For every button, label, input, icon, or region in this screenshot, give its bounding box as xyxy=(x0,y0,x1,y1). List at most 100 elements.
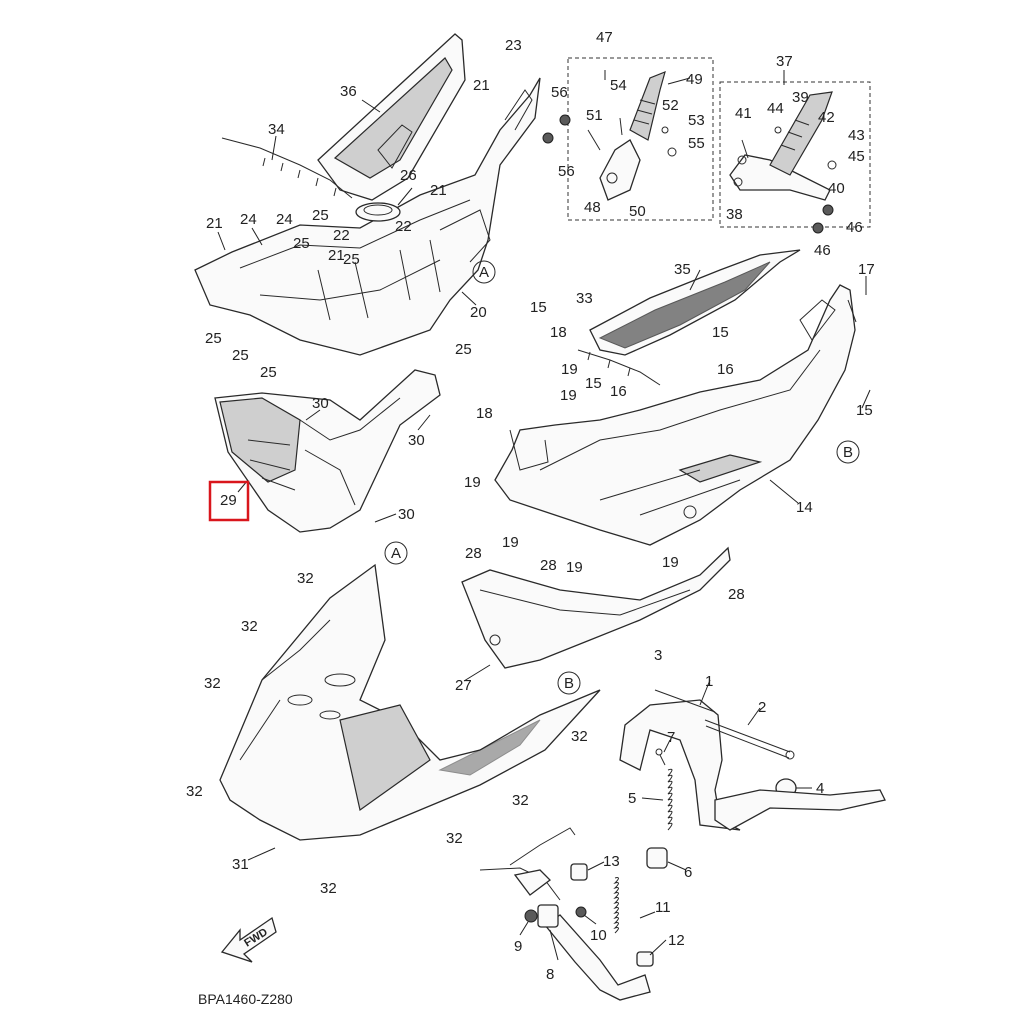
part-35-mat[interactable] xyxy=(589,249,801,356)
label-38[interactable]: 38 xyxy=(726,206,743,223)
label-19f[interactable]: 19 xyxy=(662,554,679,571)
label-23[interactable]: 23 xyxy=(505,37,522,54)
label-21[interactable]: 21 xyxy=(473,77,490,94)
label-9[interactable]: 9 xyxy=(514,938,522,955)
label-25f[interactable]: 25 xyxy=(260,364,277,381)
label-25b[interactable]: 25 xyxy=(293,235,310,252)
label-20[interactable]: 20 xyxy=(470,304,487,321)
label-31[interactable]: 31 xyxy=(232,856,249,873)
label-15b[interactable]: 15 xyxy=(712,324,729,341)
label-56[interactable]: 56 xyxy=(551,84,568,101)
label-25c[interactable]: 25 xyxy=(343,251,360,268)
part-26-cap[interactable] xyxy=(355,202,401,222)
label-25e[interactable]: 25 xyxy=(232,347,249,364)
label-8[interactable]: 8 xyxy=(546,966,554,983)
part-36-panel[interactable] xyxy=(317,33,466,201)
label-55[interactable]: 55 xyxy=(688,135,705,152)
label-6[interactable]: 6 xyxy=(684,864,692,881)
label-52[interactable]: 52 xyxy=(662,97,679,114)
part-9-bolt[interactable] xyxy=(524,909,538,923)
part-47-hardware[interactable] xyxy=(542,114,677,157)
part-5-spring[interactable] xyxy=(667,768,673,831)
label-4[interactable]: 4 xyxy=(816,780,824,797)
label-32[interactable]: 32 xyxy=(297,570,314,587)
label-5[interactable]: 5 xyxy=(628,790,636,807)
label-32b[interactable]: 32 xyxy=(241,618,258,635)
label-12[interactable]: 12 xyxy=(668,932,685,949)
label-37[interactable]: 37 xyxy=(776,53,793,70)
label-28[interactable]: 28 xyxy=(465,545,482,562)
label-36[interactable]: 36 xyxy=(340,83,357,100)
label-46[interactable]: 46 xyxy=(846,219,863,236)
label-19c[interactable]: 19 xyxy=(464,474,481,491)
label-21b[interactable]: 21 xyxy=(430,182,447,199)
part-frame-bracket[interactable] xyxy=(479,827,576,901)
label-21d[interactable]: 21 xyxy=(328,247,345,264)
label-7[interactable]: 7 xyxy=(667,729,675,746)
label-41[interactable]: 41 xyxy=(735,105,752,122)
label-33[interactable]: 33 xyxy=(576,290,593,307)
part-12-cap[interactable] xyxy=(636,951,654,967)
label-32h[interactable]: 32 xyxy=(320,880,337,897)
label-3[interactable]: 3 xyxy=(654,647,662,664)
part-29-side-cover[interactable] xyxy=(214,369,441,533)
part-37-hardware[interactable] xyxy=(741,126,837,234)
label-16b[interactable]: 16 xyxy=(610,383,627,400)
label-45[interactable]: 45 xyxy=(848,148,865,165)
label-32f[interactable]: 32 xyxy=(512,792,529,809)
label-28c[interactable]: 28 xyxy=(728,586,745,603)
part-27-lower-panel[interactable] xyxy=(461,546,731,669)
label-56b[interactable]: 56 xyxy=(558,163,575,180)
label-19b[interactable]: 19 xyxy=(560,387,577,404)
label-2[interactable]: 2 xyxy=(758,699,766,716)
label-40[interactable]: 40 xyxy=(828,180,845,197)
label-19[interactable]: 19 xyxy=(561,361,578,378)
label-47[interactable]: 47 xyxy=(596,29,613,46)
label-22[interactable]: 22 xyxy=(333,227,350,244)
label-25[interactable]: 25 xyxy=(312,207,329,224)
part-6-rubber[interactable] xyxy=(646,847,668,869)
label-32e[interactable]: 32 xyxy=(571,728,588,745)
label-34[interactable]: 34 xyxy=(268,121,285,138)
part-11-spring[interactable] xyxy=(613,877,619,934)
part-kick-arm[interactable] xyxy=(714,789,886,831)
label-53[interactable]: 53 xyxy=(688,112,705,129)
label-11[interactable]: 11 xyxy=(655,899,671,916)
label-25d[interactable]: 25 xyxy=(205,330,222,347)
label-1[interactable]: 1 xyxy=(705,673,713,690)
label-29-highlighted[interactable]: 29 xyxy=(220,492,237,509)
label-14[interactable]: 14 xyxy=(796,499,813,516)
part-48-bracket[interactable] xyxy=(599,139,641,201)
label-49[interactable]: 49 xyxy=(686,71,703,88)
label-27[interactable]: 27 xyxy=(455,677,472,694)
part-31-under-cover[interactable] xyxy=(219,563,601,841)
label-15c[interactable]: 15 xyxy=(585,375,602,392)
part-10-nut[interactable] xyxy=(575,906,587,918)
label-24[interactable]: 24 xyxy=(240,211,257,228)
label-30b[interactable]: 30 xyxy=(408,432,425,449)
label-26[interactable]: 26 xyxy=(400,167,417,184)
part-49-footpeg[interactable] xyxy=(629,70,666,141)
label-35[interactable]: 35 xyxy=(674,261,691,278)
part-34-wire[interactable] xyxy=(221,137,353,199)
label-32d[interactable]: 32 xyxy=(186,783,203,800)
label-15[interactable]: 15 xyxy=(530,299,547,316)
label-32g[interactable]: 32 xyxy=(446,830,463,847)
label-51[interactable]: 51 xyxy=(586,107,603,124)
label-21c[interactable]: 21 xyxy=(206,215,223,232)
label-19d[interactable]: 19 xyxy=(502,534,519,551)
label-39[interactable]: 39 xyxy=(792,89,809,106)
label-54[interactable]: 54 xyxy=(610,77,627,94)
part-14-floor-panel[interactable] xyxy=(494,284,856,546)
label-10[interactable]: 10 xyxy=(590,927,607,944)
part-20-inner-body[interactable] xyxy=(194,77,541,356)
label-17[interactable]: 17 xyxy=(858,261,875,278)
part-8-pedal[interactable] xyxy=(537,904,651,1001)
label-25g[interactable]: 25 xyxy=(455,341,472,358)
part-33-wire[interactable] xyxy=(577,349,661,386)
label-15d[interactable]: 15 xyxy=(856,402,873,419)
label-18b[interactable]: 18 xyxy=(476,405,493,422)
part-13-rubber[interactable] xyxy=(570,863,588,881)
label-18[interactable]: 18 xyxy=(550,324,567,341)
label-16[interactable]: 16 xyxy=(717,361,734,378)
